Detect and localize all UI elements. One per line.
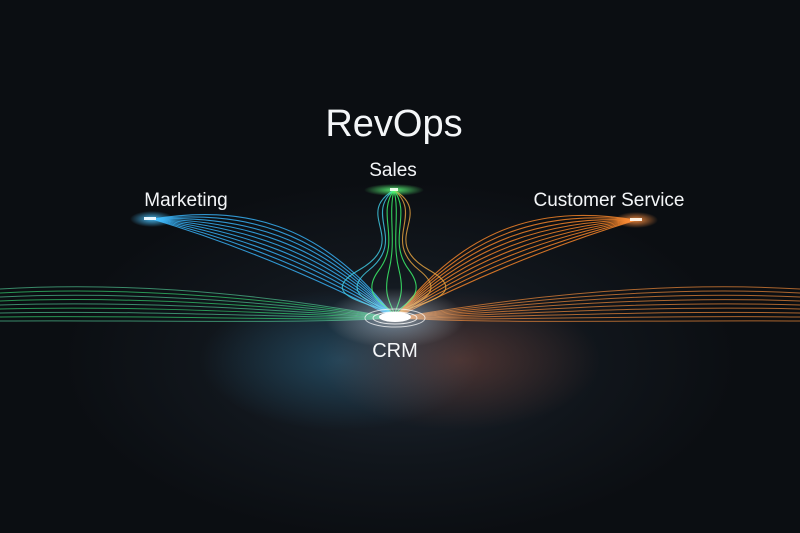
customer-service-crm-line xyxy=(394,218,637,319)
customer-service-crm-line xyxy=(394,217,637,319)
sales-node xyxy=(364,184,424,196)
crm-hub xyxy=(325,288,465,348)
crm-label: CRM xyxy=(372,340,418,362)
marketing-label: Marketing xyxy=(144,190,228,211)
marketing-crm-line xyxy=(151,218,396,319)
marketing-crm-line xyxy=(151,216,396,319)
customer-service-label: Customer Service xyxy=(533,190,685,211)
customer-service-node xyxy=(614,212,658,228)
customer-service-crm-line xyxy=(394,214,637,319)
marketing-node xyxy=(130,211,174,227)
marketing-crm-line xyxy=(151,214,396,319)
diagram-title: RevOps xyxy=(325,103,463,145)
sales-label: Sales xyxy=(369,160,417,181)
